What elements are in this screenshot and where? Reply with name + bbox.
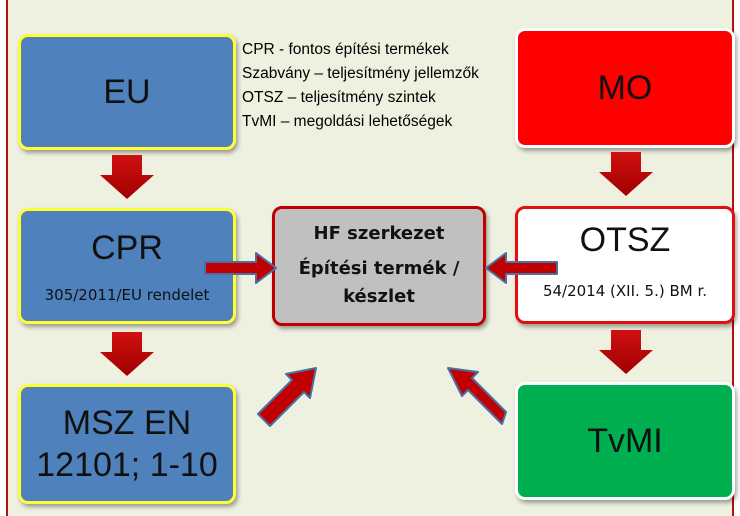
- otsz-subtitle: 54/2014 (XII. 5.) BM r.: [542, 282, 708, 300]
- hf-box: HF szerkezet Építési termék / készlet: [272, 206, 486, 326]
- eu-title: EU: [103, 72, 151, 111]
- note-item: TvMI – megoldási lehetőségek: [242, 113, 453, 130]
- hf-line3: készlet: [343, 286, 415, 308]
- msz-box: MSZ EN 12101; 1-10: [18, 384, 236, 504]
- msz-line1: MSZ EN: [62, 404, 192, 442]
- msz-line2: 12101; 1-10: [36, 446, 218, 484]
- mo-box: MO: [515, 28, 735, 148]
- notes-list: CPR - fontos építési termékek Szabvány –…: [242, 38, 479, 134]
- right-arrow-cpr-hf: [204, 252, 277, 284]
- mo-title: MO: [597, 68, 653, 107]
- hf-line1: HF szerkezet: [313, 222, 445, 244]
- tvmi-box: TvMI: [515, 382, 735, 500]
- down-arrow-otsz-tvmi: [599, 330, 653, 374]
- note-item: CPR - fontos építési termékek: [242, 41, 449, 58]
- down-arrow-eu-cpr: [100, 155, 154, 199]
- note-item: OTSZ – teljesítmény szintek: [242, 89, 436, 106]
- left-arrow-otsz-hf: [485, 252, 558, 284]
- tvmi-title: TvMI: [587, 421, 663, 460]
- diagonal-arrow-msz-hf: [257, 367, 317, 427]
- cpr-title: CPR: [91, 229, 163, 267]
- diagonal-arrow-tvmi-hf: [447, 367, 507, 425]
- otsz-title: OTSZ: [579, 221, 671, 259]
- eu-box: EU: [18, 34, 236, 150]
- cpr-box: CPR 305/2011/EU rendelet: [18, 208, 236, 324]
- cpr-subtitle: 305/2011/EU rendelet: [44, 286, 210, 304]
- down-arrow-mo-otsz: [599, 152, 653, 196]
- note-item: Szabvány – teljesítmény jellemzők: [242, 65, 479, 82]
- down-arrow-cpr-msz: [100, 332, 154, 376]
- hf-line2: Építési termék /: [298, 257, 460, 279]
